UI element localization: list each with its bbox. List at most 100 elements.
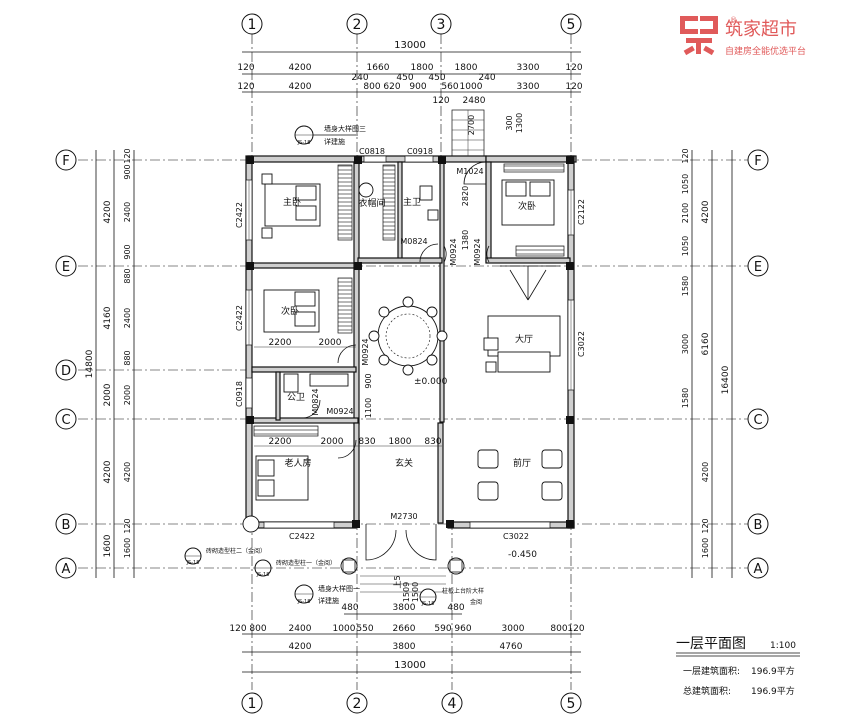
axis-bottom-1: 1 [248, 696, 257, 712]
svg-text:E: E [754, 260, 762, 275]
doors [301, 161, 560, 561]
drawing-scale: 1:100 [770, 641, 796, 651]
room-master-bedroom: 主卧 [283, 196, 301, 208]
svg-text:1800: 1800 [411, 63, 434, 73]
axis-top-5: 5 [567, 17, 576, 33]
svg-text:3300: 3300 [517, 82, 540, 92]
svg-text:C0818: C0818 [359, 147, 385, 156]
svg-text:C2422: C2422 [235, 305, 244, 331]
svg-text:M0924: M0924 [326, 407, 353, 416]
svg-text:JS-18: JS-18 [297, 140, 311, 146]
svg-text:JS-18: JS-18 [256, 572, 270, 578]
svg-text:B: B [62, 518, 71, 533]
svg-text:4200: 4200 [103, 200, 113, 223]
svg-text:900: 900 [123, 244, 132, 259]
svg-text:3800: 3800 [393, 603, 416, 613]
svg-text:800: 800 [249, 624, 266, 634]
svg-text:1300: 1300 [515, 113, 524, 133]
axis-bottom-5: 5 [567, 696, 576, 712]
svg-text:4200: 4200 [701, 462, 710, 482]
dims-top: 13000 120 4200 1660 1800 1800 3300 120 2… [237, 40, 582, 135]
svg-text:1050: 1050 [681, 174, 690, 194]
svg-text:2400: 2400 [123, 308, 132, 328]
svg-text:1600: 1600 [123, 538, 132, 558]
svg-text:M0924: M0924 [449, 238, 458, 265]
svg-text:C0918: C0918 [407, 147, 433, 156]
brand-logo: 筑家超市 ® 自建房全能优选平台 [680, 16, 806, 57]
room-living-hall: 大厅 [515, 333, 533, 345]
svg-text:1580: 1580 [681, 388, 690, 408]
axis-bottom-4: 4 [448, 696, 457, 712]
svg-text:详建施: 详建施 [324, 137, 345, 146]
title-block: 一层平面图 1:100 一层建筑面积: 196.9平方 总建筑面积: 196.9… [676, 636, 800, 697]
svg-text:1100: 1100 [364, 398, 373, 418]
svg-text:1000: 1000 [460, 82, 483, 92]
svg-text:120: 120 [565, 82, 582, 92]
svg-text:B: B [754, 518, 763, 533]
svg-text:C0918: C0918 [235, 381, 244, 407]
svg-text:900: 900 [364, 373, 373, 388]
svg-text:3000: 3000 [681, 334, 690, 354]
furniture [253, 109, 565, 593]
svg-text:C2422: C2422 [289, 532, 315, 541]
svg-text:120: 120 [229, 624, 246, 634]
svg-text:4200: 4200 [289, 82, 312, 92]
svg-text:2200: 2200 [269, 338, 292, 348]
svg-text:830: 830 [424, 437, 441, 447]
svg-text:C3022: C3022 [577, 331, 586, 357]
svg-text:C2122: C2122 [577, 199, 586, 225]
svg-text:120: 120 [565, 63, 582, 73]
svg-text:M0824: M0824 [400, 237, 427, 246]
axis-bubbles-bottom: 1 2 4 5 [241, 692, 582, 714]
registered-mark: ® [730, 16, 737, 24]
svg-text:2660: 2660 [393, 624, 416, 634]
svg-text:120: 120 [681, 148, 690, 163]
room-closet: 衣帽间 [358, 197, 385, 209]
svg-text:F: F [62, 154, 69, 169]
svg-text:A: A [62, 562, 71, 577]
axis-bubbles-top: 1 2 3 5 [241, 13, 582, 35]
svg-text:480: 480 [447, 603, 464, 613]
svg-text:1800: 1800 [389, 437, 412, 447]
svg-text:830: 830 [358, 437, 375, 447]
svg-text:A: A [754, 562, 763, 577]
svg-text:800: 800 [550, 624, 567, 634]
svg-text:1660: 1660 [367, 63, 390, 73]
svg-text:M0924: M0924 [361, 338, 370, 365]
svg-text:2700: 2700 [467, 115, 476, 135]
svg-text:2000: 2000 [321, 437, 344, 447]
room-master-bath: 主卫 [403, 196, 421, 208]
svg-text:1380: 1380 [461, 230, 470, 250]
svg-text:1580: 1580 [681, 276, 690, 296]
svg-text:620: 620 [383, 82, 400, 92]
svg-text:JS-18: JS-18 [421, 601, 435, 607]
svg-text:1050: 1050 [681, 236, 690, 256]
svg-text:2000: 2000 [123, 385, 132, 405]
total-area-value: 196.9平方 [751, 685, 795, 697]
floor-area-value: 196.9平方 [751, 665, 795, 677]
dims-left: 14800 4200 4160 2000 4200 1600 120 900 2… [85, 148, 135, 578]
svg-text:120: 120 [432, 96, 449, 106]
svg-text:1800: 1800 [455, 63, 478, 73]
svg-text:120: 120 [237, 82, 254, 92]
axis-bottom-2: 2 [353, 696, 362, 712]
windows [245, 155, 575, 529]
drawing-title: 一层平面图 [676, 636, 746, 652]
svg-text:2000: 2000 [103, 383, 113, 406]
svg-text:D: D [61, 364, 71, 379]
svg-text:M0824: M0824 [311, 388, 320, 415]
svg-text:120: 120 [237, 63, 254, 73]
svg-text:2400: 2400 [289, 624, 312, 634]
elevation-main: ±0.000 [414, 377, 448, 387]
svg-text:880: 880 [123, 350, 132, 365]
total-area-label: 总建筑面积: [683, 685, 731, 697]
room-front-hall: 前厅 [513, 457, 531, 469]
svg-text:6160: 6160 [701, 332, 711, 355]
svg-text:墙身大样图三: 墙身大样图三 [324, 124, 366, 133]
svg-text:C: C [753, 413, 762, 428]
brand-name: 筑家超市 [725, 19, 797, 40]
svg-text:900: 900 [409, 82, 426, 92]
axis-top-1: 1 [248, 17, 257, 33]
elevation-outer: -0.450 [508, 550, 537, 560]
svg-text:16400: 16400 [721, 365, 731, 394]
